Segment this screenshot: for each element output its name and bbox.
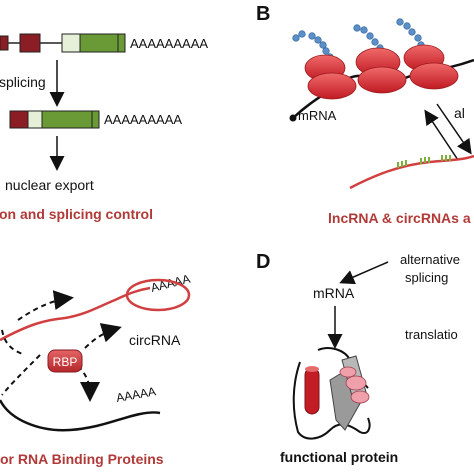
- circrna-ring: [125, 278, 191, 312]
- translation-label: translatio: [405, 327, 458, 342]
- arrow-down-right: [436, 103, 472, 155]
- alt-splicing-line1: alternative: [400, 252, 460, 267]
- dashed-arrow-up: [17, 290, 74, 321]
- dashed-arrow-to-circrna: [84, 323, 122, 349]
- poly-a-tail-top: AAAAAAAAA: [130, 36, 208, 51]
- mrna-label-d: mRNA: [313, 285, 355, 301]
- poly-a-top-c: AAAAA: [149, 272, 191, 295]
- panel-b-letter: B: [256, 3, 270, 25]
- ribosome-1: [304, 54, 357, 100]
- panel-b-side-label: al: [454, 105, 465, 121]
- mrna-5prime-cap: [289, 114, 297, 122]
- mature-mrna-bar: [9, 110, 100, 129]
- binding-sites: [397, 155, 451, 168]
- dashed-arrow-down-left: [1, 354, 41, 396]
- mrna-label-b: mRNA: [298, 108, 337, 123]
- panel-b: B mRNA al: [256, 3, 474, 226]
- alt-splicing-line2: splicing: [405, 270, 448, 285]
- lncrna-strand: [349, 154, 474, 190]
- rbp-label: RBP: [53, 355, 78, 369]
- arrow-up-left: [424, 109, 459, 161]
- ribosome-2: [355, 47, 407, 94]
- panel-d-caption: functional protein: [280, 449, 398, 465]
- panel-d-letter: D: [256, 251, 270, 273]
- splicing-label: splicing: [0, 74, 46, 90]
- poly-a-bottom-c: AAAAA: [115, 384, 157, 405]
- protein-structure: [292, 347, 371, 440]
- panel-c: AAAAA circRNA RBP AAAAA or RNA Binding P…: [0, 272, 192, 467]
- panel-a: AAAAAAAAA splicing AAAAAAAAA nuclear exp…: [0, 33, 208, 222]
- rna-bottom-strand: [0, 399, 161, 432]
- panel-b-caption: lncRNA & circRNAs a: [328, 210, 471, 226]
- pre-mrna-bar: [0, 33, 126, 53]
- circrna-label: circRNA: [129, 332, 181, 348]
- rbp-box: [47, 349, 83, 373]
- nuclear-export-label: nuclear export: [5, 177, 94, 193]
- poly-a-tail-mid: AAAAAAAAA: [104, 112, 182, 127]
- ribosome-3: [403, 44, 459, 90]
- panel-c-caption: or RNA Binding Proteins: [0, 451, 164, 467]
- alt-splicing-arrow: [339, 261, 389, 285]
- panel-a-caption: on and splicing control: [0, 206, 153, 222]
- rna-top-strand: [0, 286, 151, 342]
- dashed-arrow-left: [1, 329, 26, 356]
- dashed-arrow-to-mrna: [77, 365, 100, 402]
- panel-d: D alternative splicing mRNA translatio f…: [256, 251, 460, 465]
